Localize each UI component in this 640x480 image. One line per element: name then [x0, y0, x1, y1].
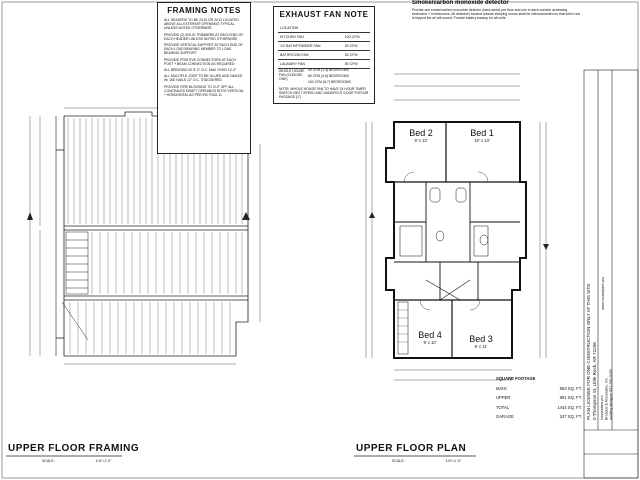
sqft-value: 247 SQ. FT.	[559, 414, 582, 419]
framing-note: ALL HEADERS TO BE 2x10 OR 2x12 LOCATED A…	[164, 18, 239, 31]
fan-location: KITCHEN FAN	[278, 32, 343, 42]
smoke-detector-note: Smoke/carbon monoxide detector Provide o…	[412, 0, 582, 21]
framing-note: ALL BRIDGING AT 8'-0" O.C. MAX OVER 12'-…	[164, 68, 237, 73]
room-dims: 10' x 13'	[474, 138, 490, 143]
room-dims: 9' x 10'	[423, 340, 437, 345]
room-bed-1: Bed 1 10' x 13'	[452, 128, 512, 143]
web-text: www.houseplans.pro	[600, 230, 606, 310]
fan-note-text: NOTE: WHOLE HOUSE FAN TO HAVE 24 HOUR TI…	[279, 87, 369, 99]
sqft-label: UPPER	[496, 395, 511, 400]
scale-value: 1/4"=1'-0"	[95, 459, 112, 463]
square-footage-title: SQUARE FOOTAGE	[496, 376, 536, 381]
smoke-note-body: Provide one smoke/carbon monoxide detect…	[412, 8, 581, 21]
sqft-label: GARAGE	[496, 414, 514, 419]
plan-title: UPPER FLOOR PLAN	[356, 443, 467, 454]
fan-option: 80 CFM (4-5) BEDROOMS	[308, 74, 349, 78]
sqft-label: TOTAL	[496, 404, 510, 410]
framing-note: PROVIDE VERTICAL SUPPORT AT EACH END OF …	[164, 43, 243, 56]
table-row: GARAGE 247 SQ. FT.	[496, 412, 582, 422]
company-line: Broadus & Associates, Inc.	[604, 377, 609, 420]
room-bed-3: Bed 3 9' x 11'	[458, 334, 504, 349]
web-line: www.houseplans.pro	[601, 276, 605, 310]
address-text: 0 Thompson St, Little Rock, AR 72206	[592, 90, 598, 420]
fan-option: 100 CFM (6-7) BEDROOMS	[308, 80, 351, 84]
fan-option: 50 CFM (1-3) BEDROOMS	[308, 68, 349, 72]
whole-house-fan-options: 50 CFM (1-3) BEDROOMS 80 CFM (4-5) BEDRO…	[308, 67, 372, 85]
exhaust-fan-note-title: EXHAUST FAN NOTE	[279, 10, 369, 19]
square-footage-table: SQUARE FOOTAGE MAIN 583 SQ. FT. UPPER 861 …	[496, 374, 582, 422]
framing-note: ALL MULTIPLE JOIST TO BE GLUED AND NAILE…	[164, 74, 243, 83]
fan-location: BATHROOM FAN	[278, 50, 343, 60]
room-bed-4: Bed 4 9' x 10'	[410, 330, 450, 345]
scale-value: 1/4"=1'-0"	[445, 459, 462, 463]
framing-notes-title: FRAMING NOTES	[167, 6, 241, 15]
fan-location: 1/2 BATH/POWDER FAN	[278, 41, 343, 51]
room-name: Bed 3	[469, 334, 493, 344]
sqft-value: 861 SQ. FT.	[559, 395, 582, 400]
room-name: Bed 4	[418, 330, 442, 340]
scale-label: SCALE:	[42, 459, 55, 463]
room-name: Bed 2	[409, 128, 433, 138]
fan-location: LOCATION	[278, 24, 343, 33]
table-row: LOCATION	[278, 24, 370, 33]
sqft-label: MAIN	[496, 385, 507, 391]
company-text: houseplans.pro Broadus & Associates, Inc…	[600, 320, 613, 420]
fan-location: LAUNDRY FAN	[278, 59, 343, 69]
whole-house-fan-label: WHOLE HOUSE FAN (CHOOSE ONE)	[279, 69, 305, 81]
table-row: MAIN 583 SQ. FT.	[496, 384, 582, 394]
framing-title: UPPER FLOOR FRAMING	[8, 443, 140, 454]
sqft-value: 1444 SQ. FT.	[557, 404, 582, 410]
plan-scale: SCALE: 1/4"=1'-0"	[392, 459, 461, 463]
framing-note: PROVIDE FIRE BLOCKING TO CUT OFF ALL CON…	[164, 84, 244, 98]
fan-value: 50 CFM	[342, 41, 370, 51]
sqft-value: 583 SQ. FT.	[559, 385, 582, 391]
scale-label: SCALE:	[392, 459, 405, 463]
framing-note: PROVIDE POSITIVE CONNECTORS AT EACH POST…	[164, 57, 236, 66]
table-row: TOTAL 1444 SQ. FT.	[496, 403, 582, 413]
room-bed-2: Bed 2 9' x 13'	[398, 128, 444, 143]
framing-scale: SCALE: 1/4"=1'-0"	[42, 459, 111, 463]
fan-value: 50 CFM	[342, 59, 370, 69]
room-name: Bed 1	[470, 128, 494, 138]
framing-notes-box: FRAMING NOTES ALL HEADERS TO BE 2x10 OR …	[157, 2, 251, 154]
smoke-note-heading: Smoke/carbon monoxide detector	[412, 0, 509, 6]
room-dims: 9' x 11'	[474, 344, 488, 349]
fan-value: 100 CFM	[342, 32, 370, 42]
fan-value: 50 CFM	[342, 50, 370, 60]
framing-note: PROVIDE (2) SOLID TRIMMERS AT EACH END O…	[164, 32, 244, 41]
fan-value	[342, 24, 370, 33]
license-line: PLAN LICENSE FOR ONE CONSTRUCTION ONLY A…	[586, 283, 591, 420]
table-row: UPPER 861 SQ. FT.	[496, 393, 582, 403]
company-line: houseplans.pro	[600, 395, 604, 420]
room-dims: 9' x 13'	[414, 138, 428, 143]
company-line: building designer 501-256-3029	[608, 369, 613, 420]
address-line: 0 Thompson St, Little Rock, AR 72206	[592, 342, 597, 420]
